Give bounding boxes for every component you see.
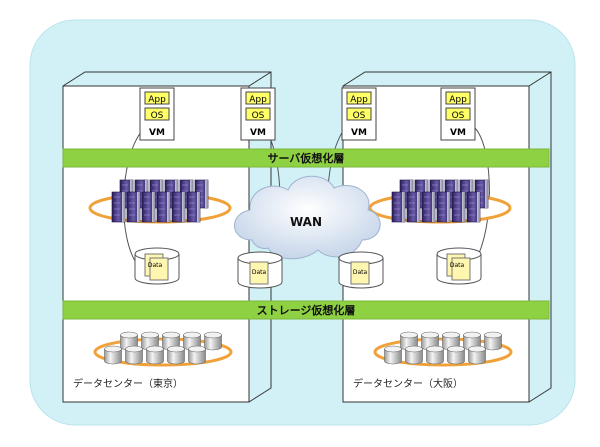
data-storage-tokyo: Data	[134, 247, 180, 285]
vm-os-label: OS	[452, 111, 465, 121]
server-rack-group-osaka	[391, 179, 489, 223]
vm-stack: App OS VM	[341, 87, 377, 141]
data-label: Data	[252, 269, 267, 276]
disk-icon	[447, 345, 465, 365]
server-icon	[391, 191, 406, 223]
server-icon	[436, 191, 451, 223]
vm-stack: App OS VM	[440, 87, 476, 141]
vm-label: VM	[250, 128, 266, 138]
server-rack-group-tokyo	[111, 179, 209, 223]
data-label: Data	[353, 269, 368, 276]
server-layer-bar	[62, 148, 550, 168]
disk-icon	[167, 345, 185, 365]
disk-icon	[468, 345, 486, 365]
vm-os-label: OS	[252, 111, 265, 121]
vm-app-label: App	[449, 95, 467, 105]
datacenter-tokyo-label: データセンター（東京）	[73, 377, 183, 390]
vm-app-label: App	[249, 95, 267, 105]
vm-label: VM	[450, 128, 466, 138]
disk-icon	[125, 345, 143, 365]
server-layer-label: サーバ仮想化層	[268, 151, 345, 165]
disk-array-osaka	[384, 331, 502, 365]
server-icon	[186, 191, 201, 223]
disk-icon	[104, 345, 122, 365]
server-icon	[126, 191, 141, 223]
data-storage-center-left: Data	[237, 251, 283, 289]
vm-label: VM	[149, 128, 165, 138]
disk-array-tokyo	[104, 331, 222, 365]
disk-icon	[405, 345, 423, 365]
server-icon	[171, 191, 186, 223]
wan-label: WAN	[290, 215, 322, 229]
server-icon	[156, 191, 171, 223]
data-storage-osaka: Data	[436, 247, 482, 285]
server-icon	[406, 191, 421, 223]
server-icon	[421, 191, 436, 223]
vm-stack: App OS VM	[240, 87, 276, 141]
storage-layer-label: ストレージ仮想化層	[257, 303, 356, 317]
datacenter-osaka-label: データセンター（大阪）	[353, 377, 463, 390]
disk-icon	[384, 345, 402, 365]
wan-cloud-icon	[234, 175, 381, 260]
disk-icon	[162, 331, 180, 351]
disk-icon	[204, 331, 222, 351]
vm-app-label: App	[148, 95, 166, 105]
disk-icon	[188, 345, 206, 365]
vm-os-label: OS	[151, 111, 164, 121]
data-label: Data	[450, 262, 465, 269]
vm-label: VM	[351, 128, 367, 138]
disk-icon	[426, 345, 444, 365]
data-storage-center-right: Data	[338, 251, 384, 289]
data-label: Data	[148, 262, 163, 269]
disk-icon	[484, 331, 502, 351]
vm-os-label: OS	[353, 111, 366, 121]
server-icon	[451, 191, 466, 223]
server-icon	[466, 191, 481, 223]
server-icon	[141, 191, 156, 223]
storage-layer-bar	[62, 300, 550, 320]
disk-icon	[146, 345, 164, 365]
vm-app-label: App	[350, 95, 368, 105]
server-icon	[111, 191, 126, 223]
vm-stack: App OS VM	[139, 87, 175, 141]
